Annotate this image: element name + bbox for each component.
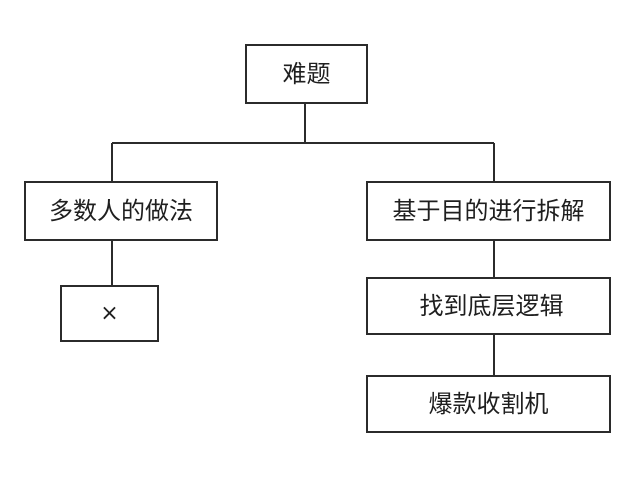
right-branch-node: 基于目的进行拆解 <box>366 181 611 241</box>
cross-mark-node: × <box>60 285 159 342</box>
step-node-underlying-logic: 找到底层逻辑 <box>366 277 611 335</box>
right-branch-label: 基于目的进行拆解 <box>392 197 585 225</box>
root-node-label: 难题 <box>282 60 331 88</box>
step-node-hit-harvester-label: 爆款收割机 <box>428 390 549 418</box>
left-branch-node: 多数人的做法 <box>24 181 218 241</box>
root-node: 难题 <box>245 44 368 104</box>
step-node-underlying-logic-label: 找到底层逻辑 <box>419 292 564 320</box>
left-branch-label: 多数人的做法 <box>49 197 193 225</box>
step-node-hit-harvester: 爆款收割机 <box>366 375 611 433</box>
cross-mark-label: × <box>100 300 119 326</box>
